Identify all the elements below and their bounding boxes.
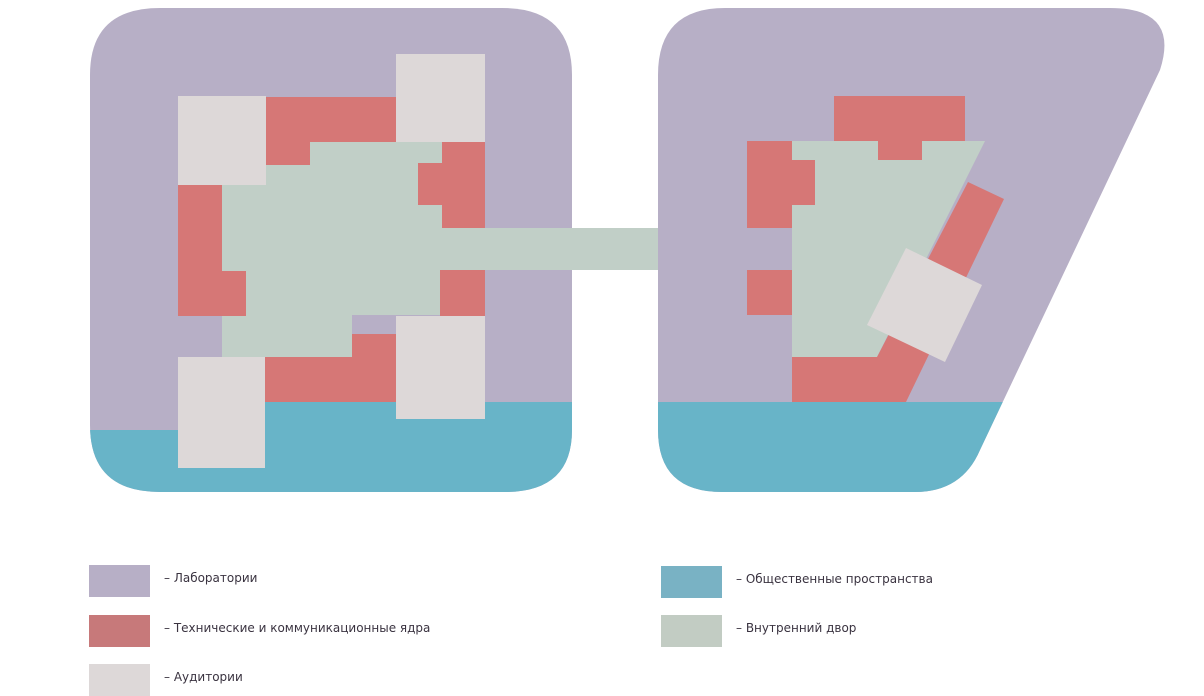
- right-core-west-top: [747, 141, 815, 228]
- legend-swatch-courtyard: [661, 615, 722, 647]
- legend-swatch-labs: [89, 565, 150, 597]
- right-auditorium-rotated: [867, 248, 982, 362]
- left-core-top-stub: [266, 142, 310, 165]
- left-auditorium-bottom-right: [396, 316, 485, 419]
- legend-label-labs: – Лаборатории: [164, 571, 258, 585]
- legend-label-auditoriums: – Аудитории: [164, 670, 243, 684]
- right-core-diagonal: [792, 182, 1004, 402]
- left-public-space: [90, 430, 572, 492]
- left-auditorium-top-left: [178, 96, 266, 185]
- left-building: [90, 8, 572, 492]
- floor-plan-diagram: [90, 8, 1165, 492]
- right-courtyard: [792, 141, 985, 357]
- legend-label-courtyard: – Внутренний двор: [736, 621, 857, 635]
- legend-swatch-public: [661, 566, 722, 598]
- left-courtyard: [222, 142, 442, 357]
- legend-swatch-auditoriums: [89, 664, 150, 696]
- left-core-east-bottom: [440, 270, 485, 316]
- right-core-top: [834, 96, 965, 160]
- left-core-top: [266, 97, 396, 142]
- left-auditorium-bottom-left: [178, 357, 265, 468]
- legend-label-public: – Общественные пространства: [736, 572, 933, 586]
- right-public-space: [658, 402, 1018, 492]
- right-building: [658, 8, 1165, 492]
- left-core-west: [178, 185, 246, 316]
- legend-label-cores: – Технические и коммуникационные ядра: [164, 621, 431, 635]
- left-core-east-top: [418, 142, 485, 229]
- legend-swatch-cores: [89, 615, 150, 647]
- left-core-south: [265, 334, 396, 402]
- right-core-west-bottom: [747, 270, 792, 315]
- left-auditorium-top-right: [396, 54, 485, 142]
